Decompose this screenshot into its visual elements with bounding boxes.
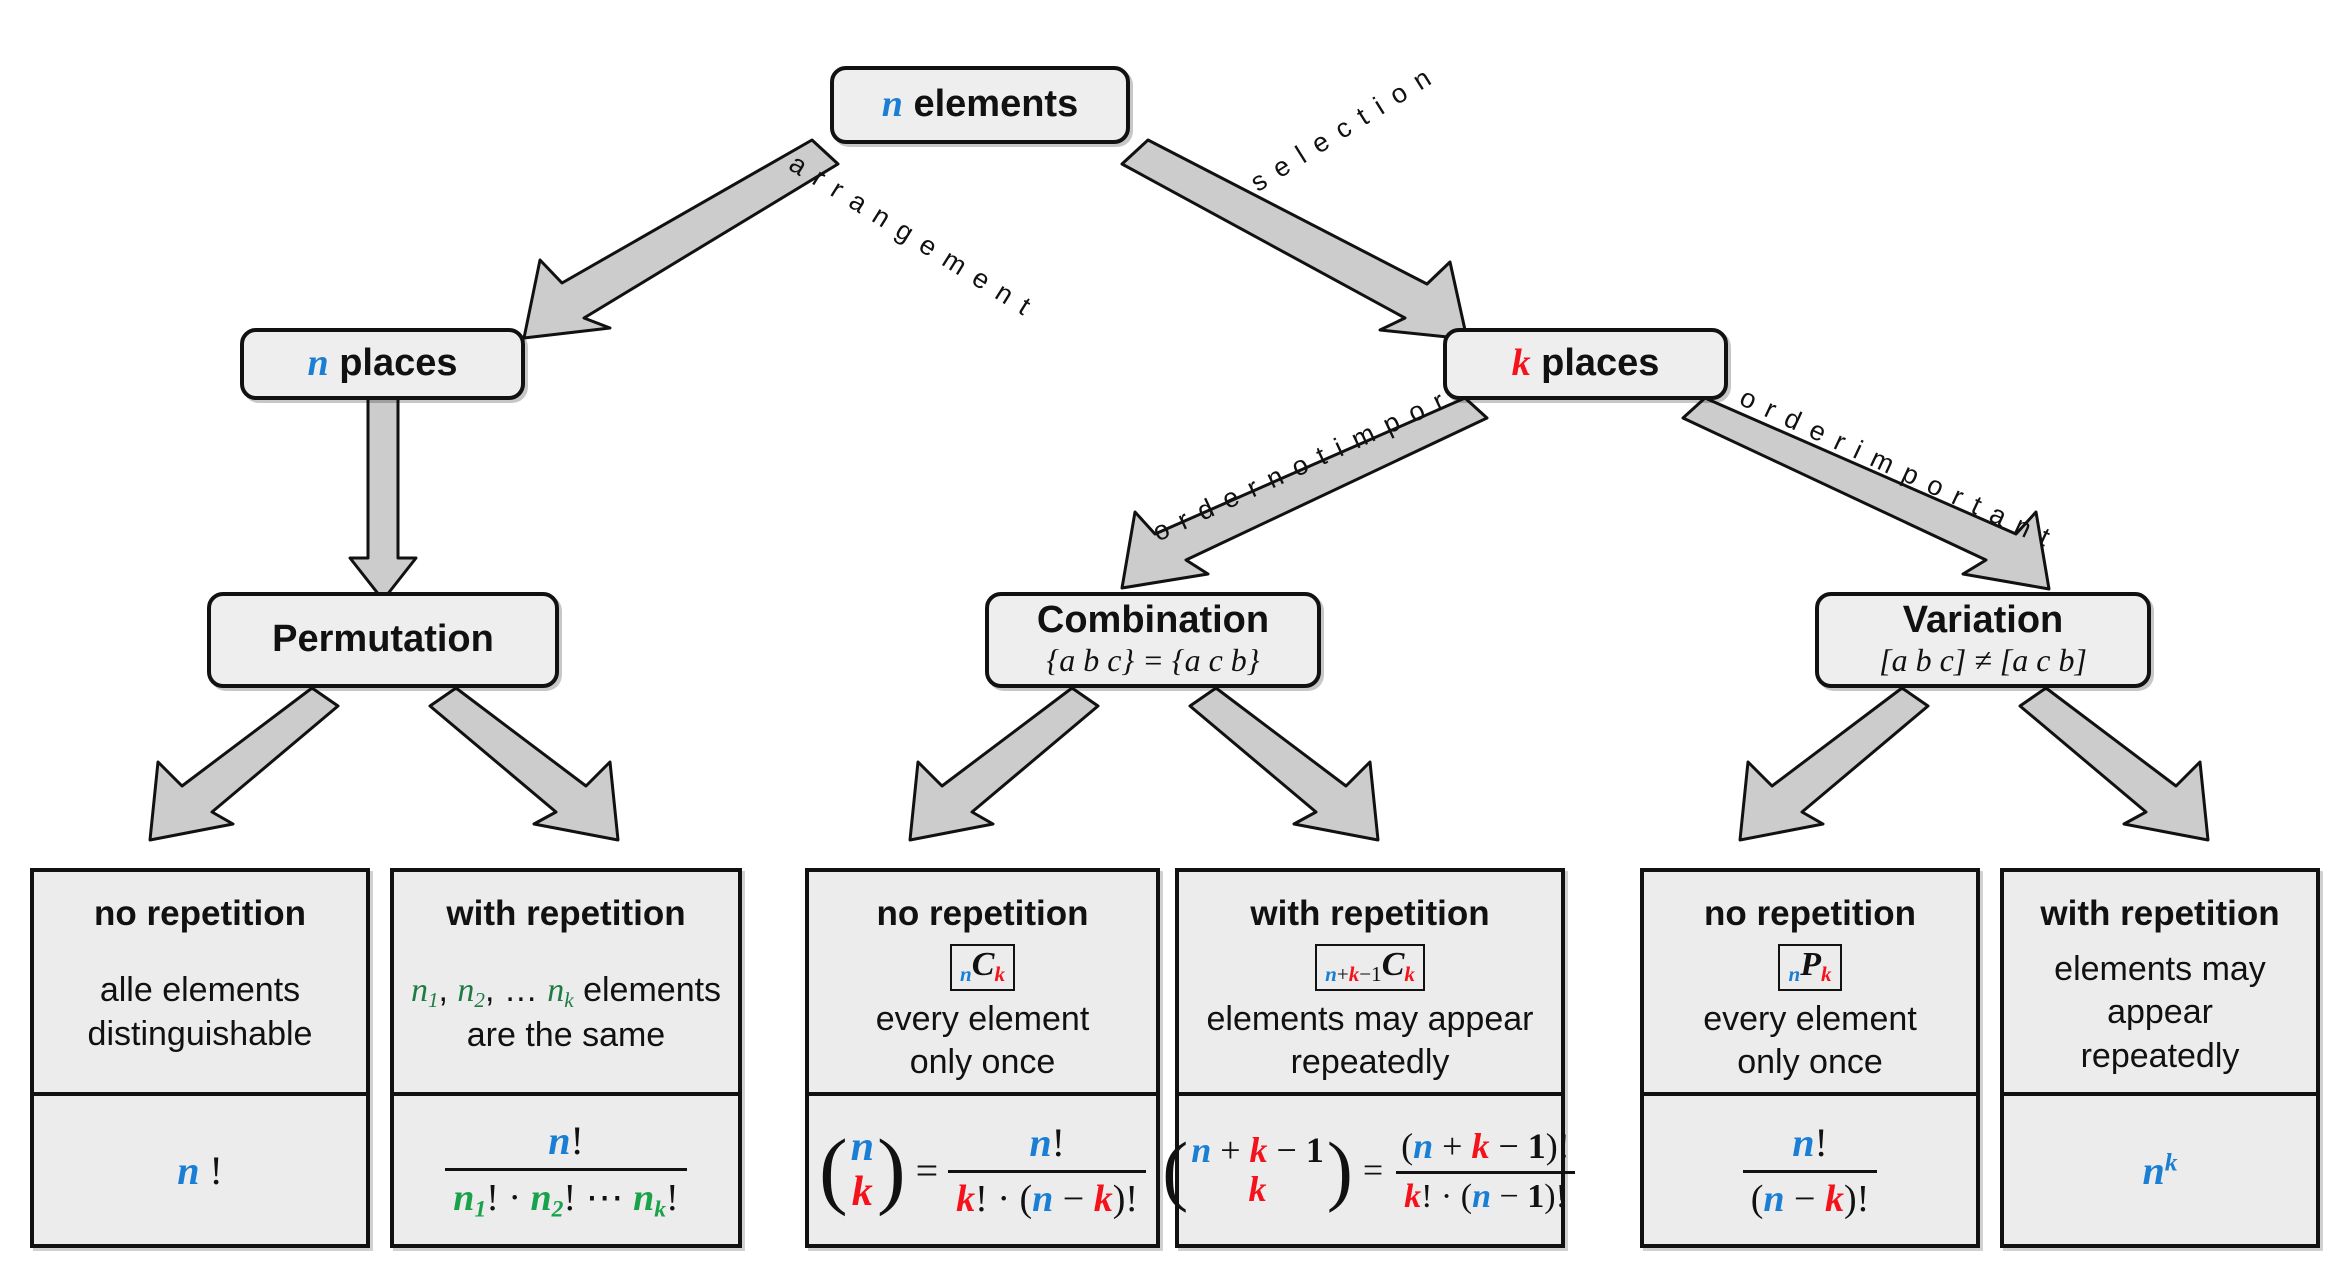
- leaf-perm-no-rep[interactable]: no repetition alle elements distinguisha…: [30, 868, 370, 1248]
- arrow-k-places-to-variation: [1681, 396, 2051, 591]
- leaf-comb-no-rep-upper: no repetition nCk every element only onc…: [809, 872, 1156, 1096]
- leaf-comb-with-rep[interactable]: with repetition n+k−1Ck elements may app…: [1162, 868, 1575, 1248]
- arrow-n-places-to-permutation: [348, 394, 418, 602]
- edge-label-arrangement: a r r a n g e m e n t: [784, 148, 1038, 323]
- node-variation[interactable]: Variation [a b c] ≠ [a c b]: [1815, 592, 2151, 688]
- node-permutation[interactable]: Permutation: [207, 592, 559, 688]
- formula-n-factorial: n!: [177, 1147, 223, 1193]
- variable-n: n: [307, 342, 329, 385]
- formula-multiset-permutation: n! n1! · n2! ⋯ nk!: [445, 1117, 687, 1224]
- node-combination[interactable]: Combination {a b c} = {a c b}: [985, 592, 1321, 688]
- node-combination-subtitle: {a b c} = {a c b}: [1046, 642, 1260, 679]
- edge-label-selection: s e l e c t i o n: [1245, 61, 1439, 198]
- leaf-perm-no-rep-upper: no repetition alle elements distinguisha…: [34, 872, 366, 1096]
- node-k-places-label: k places: [1511, 342, 1660, 385]
- leaf-comb-no-rep[interactable]: no repetition nCk every element only onc…: [805, 868, 1160, 1248]
- leaf-head: with repetition: [1250, 894, 1490, 933]
- leaf-description: every element only once: [875, 999, 1090, 1082]
- arrow-variation-to-var-with-rep: [2018, 686, 2210, 842]
- arrow-combination-to-comb-no-rep: [908, 686, 1100, 842]
- leaf-perm-with-rep-upper: with repetition n1, n2, … nk elements ar…: [394, 872, 738, 1096]
- arrow-combination-to-comb-with-rep: [1188, 686, 1380, 842]
- node-n-elements-text: elements: [913, 83, 1079, 126]
- leaf-head: no repetition: [1704, 894, 1916, 933]
- node-n-places[interactable]: n places: [240, 328, 525, 400]
- node-n-places-text: places: [339, 342, 458, 385]
- arrow-k-places-to-combination: [1120, 396, 1489, 590]
- variable-k: k: [1511, 342, 1531, 385]
- leaf-formula: n! (n − k)!: [1644, 1096, 1976, 1244]
- notation-nCk: nCk: [950, 944, 1015, 991]
- leaf-description: n1, n2, … nk elements are the same: [410, 970, 722, 1054]
- leaf-var-no-rep-upper: no repetition nPk every element only onc…: [1644, 872, 1976, 1096]
- node-k-places[interactable]: k places: [1443, 328, 1728, 400]
- leaf-var-no-rep[interactable]: no repetition nPk every element only onc…: [1640, 868, 1980, 1248]
- node-permutation-title: Permutation: [272, 618, 494, 661]
- leaf-formula: n!: [34, 1096, 366, 1244]
- node-variation-subtitle: [a b c] ≠ [a c b]: [1879, 642, 2087, 679]
- leaf-formula: n! n1! · n2! ⋯ nk!: [394, 1096, 738, 1244]
- leaf-var-with-rep[interactable]: with repetition elements may appear repe…: [2000, 868, 2320, 1248]
- arrow-permutation-to-perm-with-rep: [428, 686, 620, 842]
- formula-n-power-k: nk: [2142, 1147, 2178, 1193]
- leaf-description: elements may appear repeatedly: [1206, 999, 1534, 1082]
- node-variation-title: Variation: [1902, 598, 2064, 641]
- leaf-description: alle elements distinguishable: [87, 971, 313, 1053]
- leaf-head: with repetition: [2040, 894, 2280, 933]
- notation-n-plus-k-minus-1-C-k: n+k−1Ck: [1315, 944, 1425, 991]
- arrow-permutation-to-perm-no-rep: [148, 686, 340, 842]
- node-n-elements-label: n elements: [881, 83, 1079, 126]
- leaf-description: elements may appear repeatedly: [2054, 949, 2266, 1075]
- leaf-comb-with-rep-upper: with repetition n+k−1Ck elements may app…: [1179, 872, 1561, 1096]
- leaf-head: with repetition: [446, 894, 686, 933]
- leaf-formula: ( n + k − 1 k ) = (n + k − 1)! k! · (n −…: [1162, 1096, 1575, 1244]
- leaf-description: every element only once: [1703, 999, 1917, 1082]
- node-combination-title: Combination: [1036, 598, 1270, 641]
- node-n-places-label: n places: [307, 342, 458, 385]
- variable-n: n: [881, 83, 903, 126]
- leaf-formula: nk: [2004, 1096, 2316, 1244]
- leaf-head: no repetition: [94, 894, 306, 933]
- formula-permutation-nk: n! (n − k)!: [1742, 1119, 1878, 1221]
- leaf-perm-with-rep[interactable]: with repetition n1, n2, … nk elements ar…: [390, 868, 742, 1248]
- edge-label-order-important: o r d e r i m p o r t a n t: [1735, 382, 2057, 554]
- arrow-variation-to-var-no-rep: [1738, 686, 1930, 842]
- node-n-elements[interactable]: n elements: [830, 66, 1130, 144]
- node-k-places-text: places: [1541, 342, 1660, 385]
- notation-nPk: nPk: [1778, 944, 1842, 991]
- leaf-head: no repetition: [876, 894, 1089, 933]
- leaf-var-with-rep-upper: with repetition elements may appear repe…: [2004, 872, 2316, 1096]
- formula-multiset-coefficient: ( n + k − 1 k ) = (n + k − 1)! k! · (n −…: [1162, 1125, 1578, 1216]
